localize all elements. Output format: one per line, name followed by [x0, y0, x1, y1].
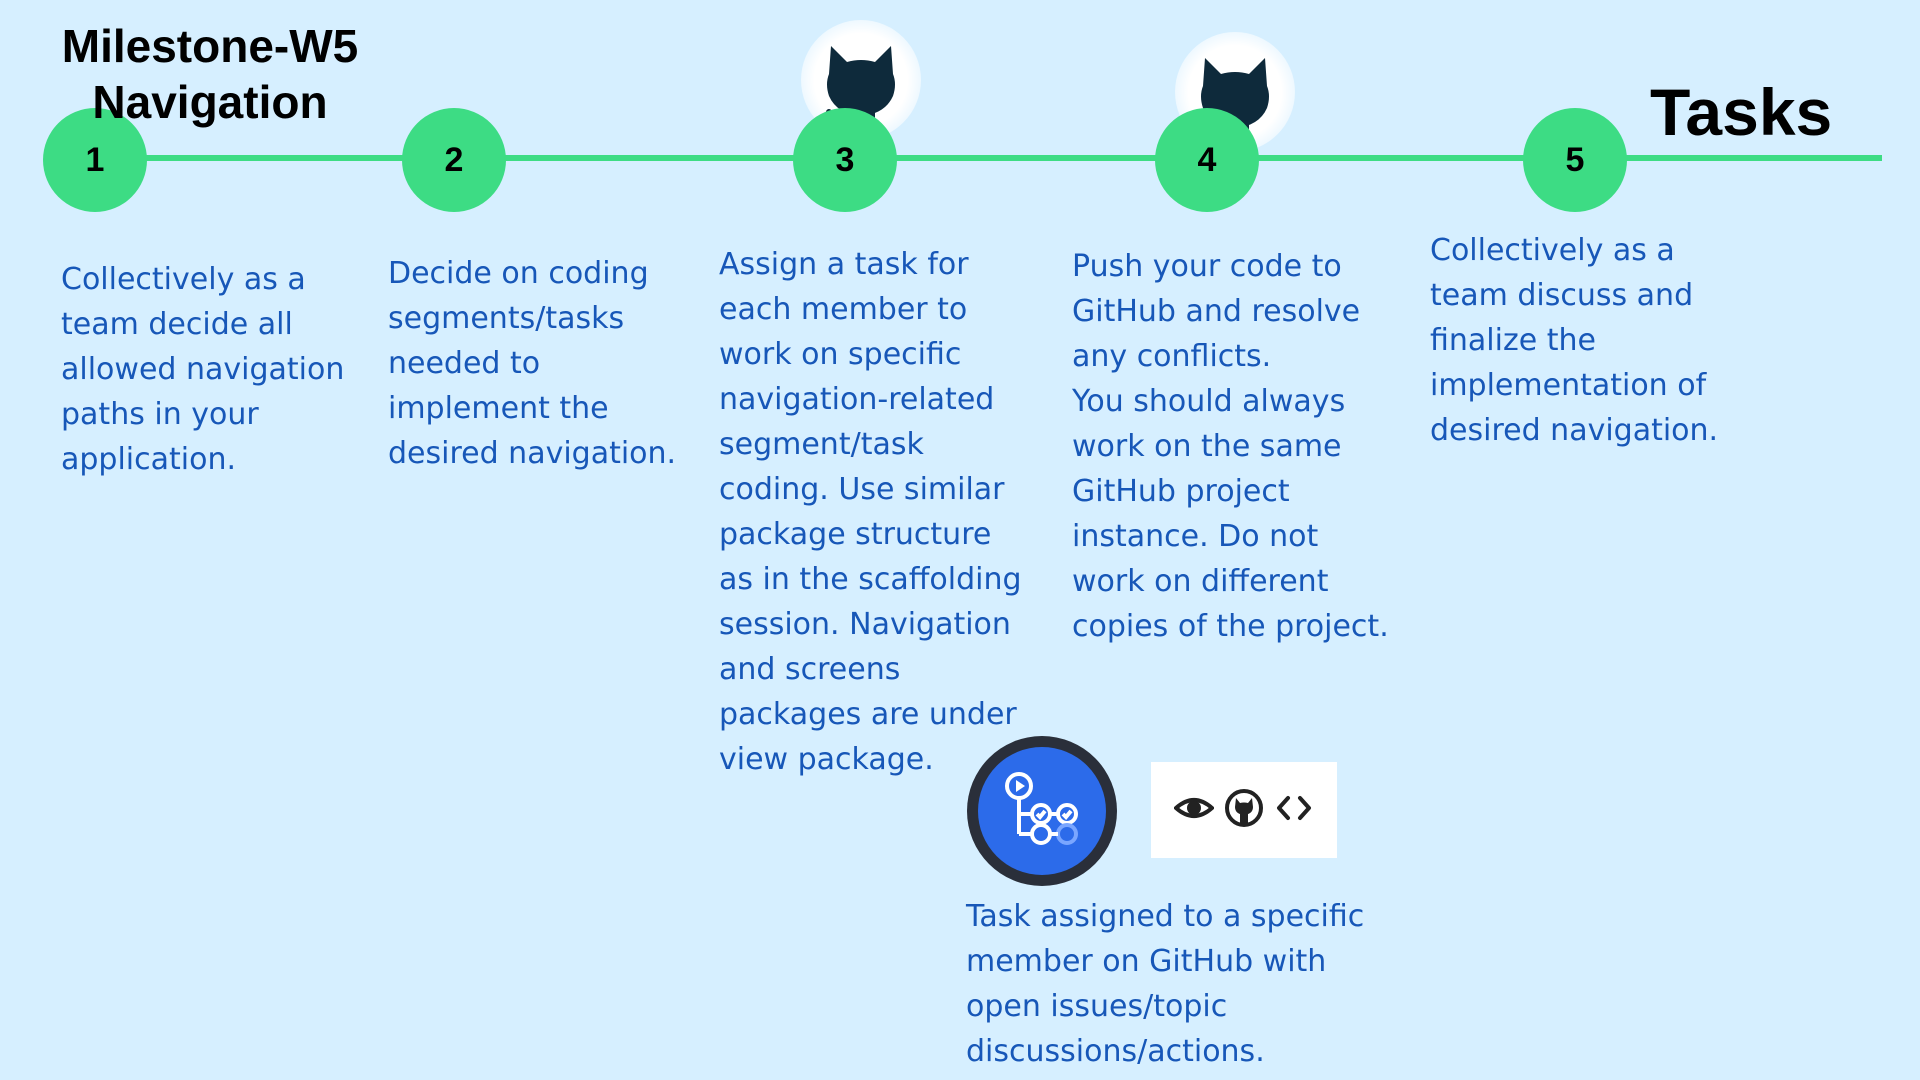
step-3-number: 3: [835, 140, 855, 179]
step-4-circle: 4: [1155, 108, 1259, 212]
eye-icon: [1172, 788, 1216, 833]
step-2-number: 2: [444, 140, 464, 179]
step-3-text: Assign a task for each member to work on…: [719, 247, 1022, 777]
step-4-text: Push your code to GitHub and resolve any…: [1072, 249, 1389, 644]
step-5-circle: 5: [1523, 108, 1627, 212]
github-caption: Task assigned to a specific member on Gi…: [966, 899, 1365, 1069]
github-toolbar-icons: [1151, 762, 1337, 858]
code-brackets-icon: [1274, 788, 1314, 833]
github-icon: [1224, 788, 1264, 833]
step-5-text: Collectively as a team discuss and final…: [1430, 233, 1719, 448]
title-line-2: Navigation: [92, 76, 328, 128]
step-2-circle: 2: [402, 108, 506, 212]
step-5-number: 5: [1565, 140, 1585, 179]
tasks-heading: Tasks: [1650, 75, 1833, 149]
step-1-text: Collectively as a team decide all allowe…: [61, 262, 345, 477]
title-line-1: Milestone-W5: [61, 20, 359, 72]
step-4-number: 4: [1197, 140, 1217, 179]
timeline-line: [90, 155, 1882, 161]
step-1-number: 1: [85, 140, 105, 179]
step-3-circle: 3: [793, 108, 897, 212]
page-title: Milestone-W5 Navigation: [40, 18, 380, 130]
step-1-circle: 1: [43, 108, 147, 212]
step-2-text: Decide on coding segments/tasks needed t…: [388, 256, 677, 471]
github-actions-icon: [967, 736, 1117, 886]
